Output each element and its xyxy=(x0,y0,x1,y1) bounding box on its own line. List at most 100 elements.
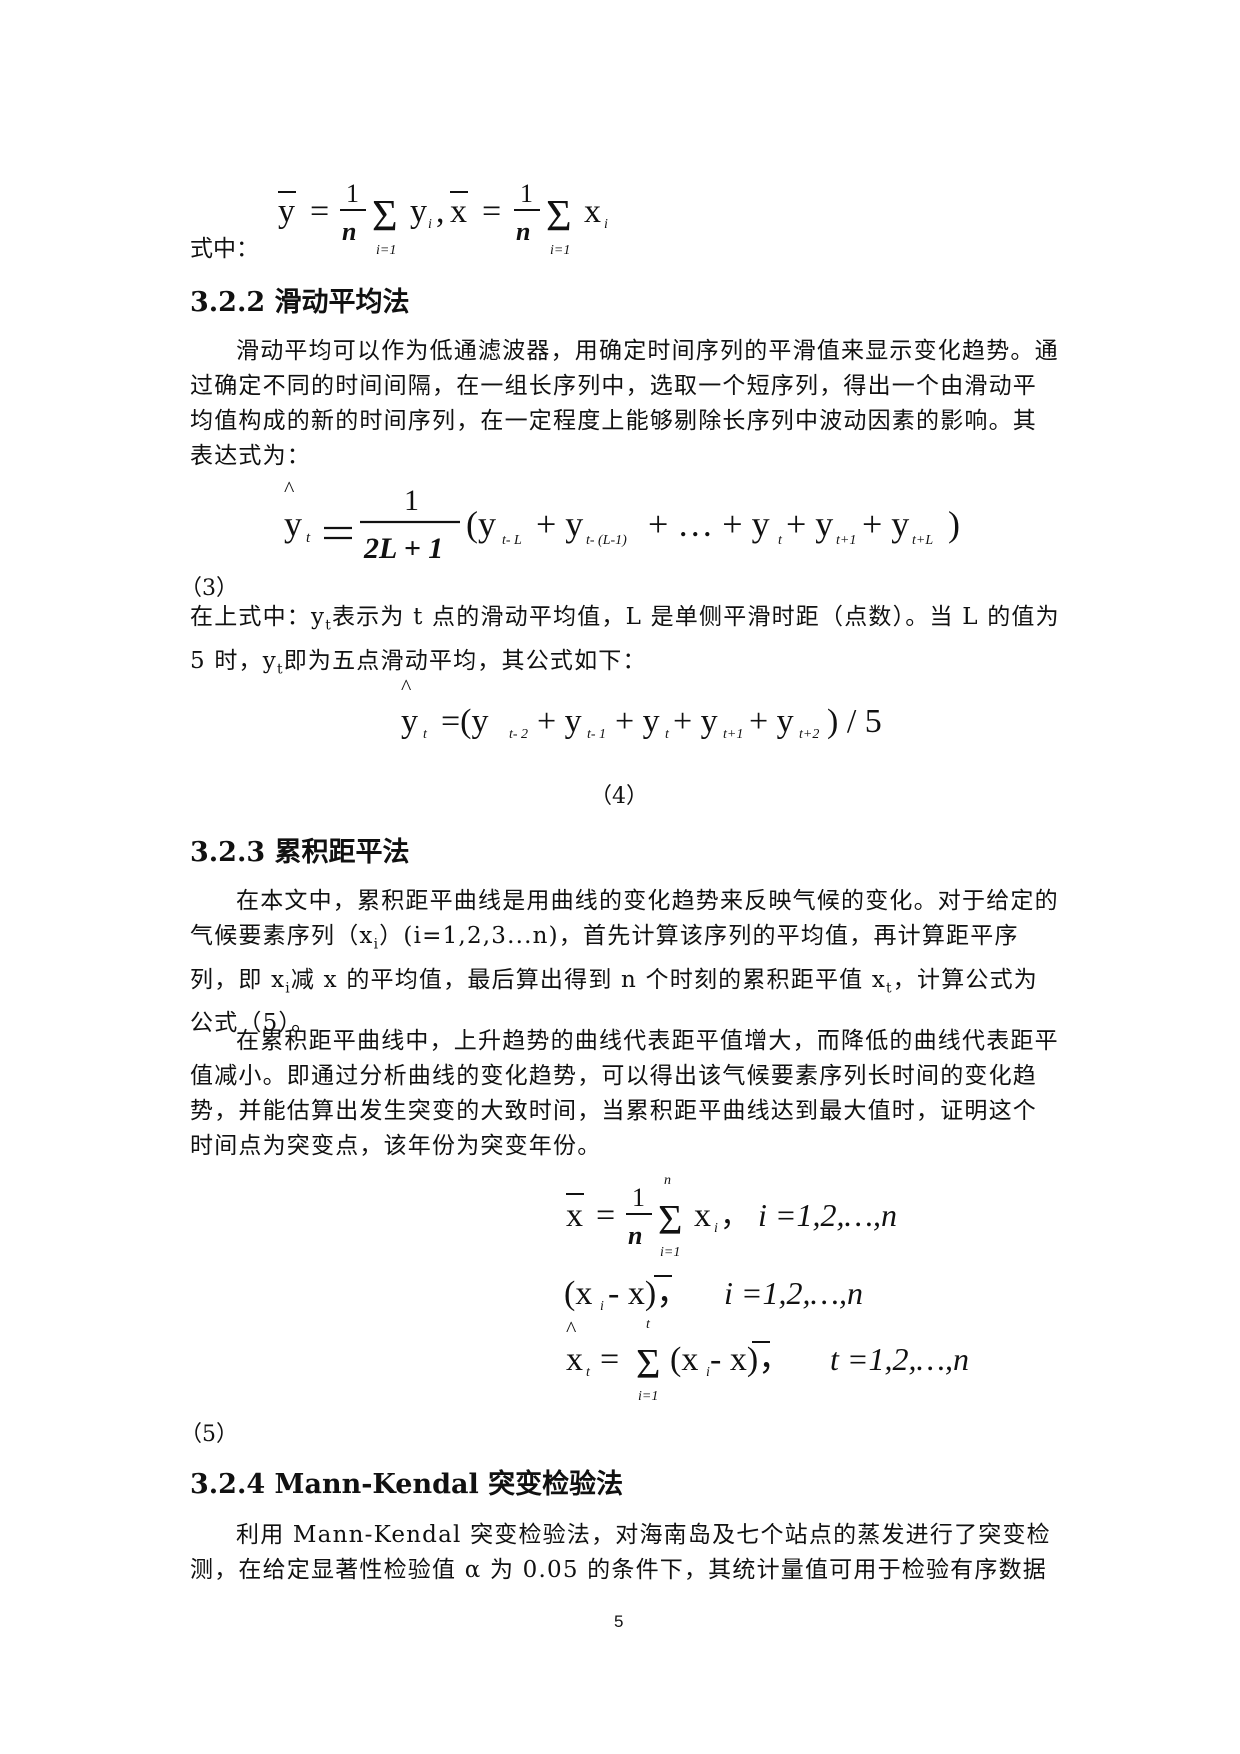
subscript-t: t xyxy=(886,980,893,997)
text-run: 即为五点滑动平均，其公式如下： xyxy=(283,647,647,674)
anomaly-term: (x xyxy=(564,1275,592,1312)
fraction-denominator: n xyxy=(516,217,530,246)
sum-upper-limit: t xyxy=(646,1317,651,1332)
subscript: t+1 xyxy=(723,727,743,742)
rhs-open: (y xyxy=(466,504,496,544)
anomaly-term-tail: - x)， xyxy=(710,1341,792,1378)
equation-number-5: （5） xyxy=(180,1422,238,1447)
sum-symbol: Σ xyxy=(546,191,572,240)
y-term: y xyxy=(410,193,427,230)
sum-lower-limit: i=1 xyxy=(550,243,570,258)
section-heading-3-2-2: 3.2.2 滑动平均法 xyxy=(190,287,410,318)
section-heading-3-2-4: 3.2.4 Mann-Kendal 突变检验法 xyxy=(190,1469,624,1500)
paragraph-cumulative-anomaly: 在本文中，累积距平曲线是用曲线的变化趋势来反映气候的变化。对于给定的气候要素序列… xyxy=(190,884,1060,1041)
subscript: t+2 xyxy=(799,727,819,742)
rhs-term: + y xyxy=(786,504,833,544)
ybar-symbol: y xyxy=(278,193,295,230)
sum-lower-limit: i=1 xyxy=(638,1389,658,1404)
text-run: ）(i=1,2,3...n)，首先计算该序列的平均值，再计算距平序列，即 x xyxy=(190,923,1019,993)
fraction-denominator: 2L + 1 xyxy=(363,532,443,565)
lhs-subscript: t xyxy=(306,530,311,546)
x-subscript: i xyxy=(706,1365,710,1380)
xbar-symbol: x xyxy=(566,1197,583,1234)
x-term: x xyxy=(694,1197,711,1234)
subscript: t+L xyxy=(912,533,933,548)
rhs-term: + y xyxy=(536,504,583,544)
text-run: 表示为 t 点的滑动平均值，L 是单侧平滑时距（点数）。当 L 的值为 5 时，… xyxy=(190,604,1060,674)
text-run: 在上式中：y xyxy=(190,604,326,630)
mean-formula: y = 1 n Σ i=1 y i , x = 1 n Σ i=1 x i xyxy=(270,150,650,265)
x-subscript: i xyxy=(604,217,608,232)
xbar-symbol: x xyxy=(450,193,467,230)
hat-symbol: ^ xyxy=(284,476,295,501)
paragraph-mann-kendal: 利用 Mann-Kendal 突变检验法，对海南岛及七个站点的蒸发进行了突变检测… xyxy=(190,1522,1051,1583)
comma: , xyxy=(436,193,445,230)
sum-symbol: Σ xyxy=(372,191,398,240)
subscript: t- (L-1) xyxy=(586,533,627,548)
paragraph-cumulative-anomaly-curve: 在累积距平曲线中，上升趋势的曲线代表距平值增大，而降低的曲线代表距平值减小。即通… xyxy=(190,1028,1059,1159)
equation-4: ^ y t =(y t- 2 + y t- 1 + y t + y t+1 + … xyxy=(395,674,995,761)
mean-formula-svg: y = 1 n Σ i=1 y i , x = 1 n Σ i=1 x i xyxy=(278,179,608,258)
index-range: i =1,2,…,n xyxy=(758,1197,897,1233)
equation-number-4: （4） xyxy=(590,784,648,809)
equals-sign: = xyxy=(596,1197,615,1234)
fraction-numerator: 1 xyxy=(632,1183,645,1212)
equation-4-svg: ^ y t =(y t- 2 + y t- 1 + y t + y t+1 + … xyxy=(401,674,882,742)
fraction-denominator: n xyxy=(628,1221,642,1250)
subscript: t- 1 xyxy=(587,727,606,742)
rhs-tail: ) / 5 xyxy=(827,703,882,740)
equation-3-svg: ^ y t 1 2L + 1 (y t- L + y t- (L-1) + … … xyxy=(284,476,960,565)
formula-label: 式中： xyxy=(190,236,259,262)
subscript-i: i xyxy=(285,980,291,997)
rhs-term: + y xyxy=(673,703,718,740)
text-run: 减 x 的平均值，最后算出得到 n 个时刻的累积距平值 x xyxy=(290,966,887,993)
equals-sign: = xyxy=(310,193,329,230)
cumulative-subscript: t xyxy=(586,1365,591,1380)
fraction-numerator: 1 xyxy=(520,179,533,208)
equals-sign: = xyxy=(482,193,501,230)
subscript: t- 2 xyxy=(509,727,528,742)
paragraph-moving-average: 滑动平均可以作为低通滤波器，用确定时间序列的平滑值来显示变化趋势。通过确定不同的… xyxy=(190,338,1059,469)
text-run: ，计算公式为公式（5）。 xyxy=(190,966,1038,1037)
rhs-term: + y xyxy=(615,703,660,740)
subscript-t: t xyxy=(276,661,284,678)
subscript: t xyxy=(665,727,670,742)
index-range: i =1,2,…,n xyxy=(724,1275,863,1311)
lhs-symbol: y xyxy=(401,703,418,740)
subscript: t+1 xyxy=(836,533,856,548)
fraction-numerator: 1 xyxy=(346,179,359,208)
equation-5: x = 1 n n Σ i=1 x i ， i =1,2,…,n (x i - … xyxy=(560,1170,1060,1405)
sum-upper-limit: n xyxy=(664,1173,671,1188)
fraction-denominator: n xyxy=(342,217,356,246)
hat-symbol: ^ xyxy=(566,1316,577,1341)
anomaly-term: (x xyxy=(670,1341,698,1378)
sum-symbol: Σ xyxy=(636,1342,660,1388)
section-heading-3-2-3: 3.2.3 累积距平法 xyxy=(190,837,410,868)
rhs-term: + y xyxy=(749,703,794,740)
text-run: 在本文中，累积距平曲线是用曲线的变化趋势来反映气候的变化。对于给定的气候要素序列… xyxy=(190,888,1059,949)
rhs-open: =(y xyxy=(441,703,489,740)
rhs-term: + … + y xyxy=(648,504,770,544)
y-subscript: i xyxy=(428,217,432,232)
x-subscript: i xyxy=(600,1299,604,1314)
subscript-t: t xyxy=(325,617,332,634)
cumulative-symbol: x xyxy=(566,1341,583,1378)
index-range: t =1,2,…,n xyxy=(830,1341,969,1377)
comma: ， xyxy=(720,1200,750,1233)
sum-lower-limit: i=1 xyxy=(376,243,396,258)
subscript-i: i xyxy=(373,936,380,953)
lhs-subscript: t xyxy=(423,727,428,742)
paragraph-moving-average-definition: 在上式中：yt表示为 t 点的滑动平均值，L 是单侧平滑时距（点数）。当 L 的… xyxy=(190,600,1060,687)
sum-lower-limit: i=1 xyxy=(660,1245,680,1260)
x-subscript: i xyxy=(714,1221,718,1236)
equals-sign: = xyxy=(600,1341,619,1378)
rhs-term: + y xyxy=(537,703,582,740)
sum-symbol: Σ xyxy=(658,1198,682,1244)
lhs-symbol: y xyxy=(284,504,302,544)
rhs-term: + y xyxy=(862,504,909,544)
x-term: x xyxy=(584,193,601,230)
fraction-numerator: 1 xyxy=(404,484,419,517)
page-number: 5 xyxy=(614,1612,624,1631)
rhs-close: ) xyxy=(948,504,960,544)
subscript: t xyxy=(778,533,783,548)
